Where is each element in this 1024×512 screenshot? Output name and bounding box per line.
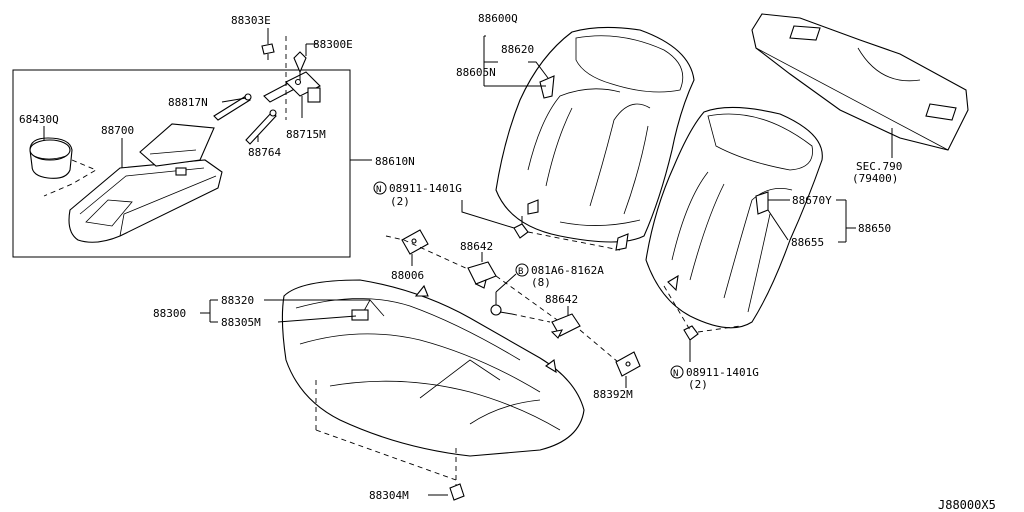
hinge-bracket-88715M (263, 71, 321, 103)
label-88320: 88320 (221, 294, 254, 307)
svg-text:N: N (673, 369, 678, 379)
label-88620: 88620 (501, 43, 534, 56)
label-88300: 88300 (153, 307, 186, 320)
label-68430Q: 68430Q (19, 113, 59, 126)
cup-holder-68430Q (29, 137, 73, 179)
bracket-88392M (615, 351, 641, 377)
armrest-88700 (68, 123, 223, 243)
label-88392M: 88392M (593, 388, 633, 401)
label-88006: 88006 (391, 269, 424, 282)
label-88600Q: 88600Q (478, 12, 518, 25)
label-88300E: 88300E (313, 38, 353, 51)
label-88715M: 88715M (286, 128, 326, 141)
label-88670Y: 88670Y (792, 194, 832, 207)
nut-symbol-upper: N (373, 181, 387, 195)
screw-88303E (261, 43, 275, 60)
label-08911-upper: 08911-1401G (389, 182, 462, 195)
label-08911-lower-qty: (2) (688, 378, 708, 391)
hinge-pin-88817N (213, 93, 252, 121)
diagram-id: J88000X5 (938, 498, 996, 512)
label-88610N: 88610N (375, 155, 415, 168)
bolt-symbol: B (515, 263, 529, 277)
hinge-88642-upper (467, 261, 497, 289)
hook-88304M (449, 483, 465, 501)
svg-text:B: B (518, 267, 523, 277)
seatback-right-88650 (645, 106, 823, 329)
label-88642-upper: 88642 (460, 240, 493, 253)
hinge-88642-lower (550, 313, 581, 339)
nut-08911-upper (513, 223, 529, 239)
label-08911-upper-qty: (2) (390, 195, 410, 208)
parcel-shelf-sec790 (751, 13, 969, 151)
label-sec790-ref: (79400) (852, 172, 898, 185)
label-88303E: 88303E (231, 14, 271, 27)
hinge-pin-88300E (293, 51, 307, 80)
nut-symbol-lower: N (670, 365, 684, 379)
label-88304M: 88304M (369, 489, 409, 502)
label-081A6-qty: (8) (531, 276, 551, 289)
hinge-link-88764 (245, 109, 277, 145)
label-88700: 88700 (101, 124, 134, 137)
bolt-081A6 (490, 304, 513, 316)
label-081A6: 081A6-8162A (531, 264, 604, 277)
label-88655: 88655 (791, 236, 824, 249)
label-88305M: 88305M (221, 316, 261, 329)
label-88605N: 88605N (456, 66, 496, 79)
label-88642-lower: 88642 (545, 293, 578, 306)
label-08911-lower: 08911-1401G (686, 366, 759, 379)
label-88764: 88764 (248, 146, 281, 159)
label-sec790: SEC.790 (856, 160, 902, 173)
seat-cushion-88300 (281, 279, 585, 457)
seatback-left-88600Q (495, 26, 695, 251)
armrest-inset-box (12, 69, 351, 258)
nut-08911-lower (683, 325, 699, 341)
svg-text:N: N (376, 185, 381, 195)
label-88650: 88650 (858, 222, 891, 235)
label-88817N: 88817N (168, 96, 208, 109)
bracket-88006 (401, 229, 429, 255)
